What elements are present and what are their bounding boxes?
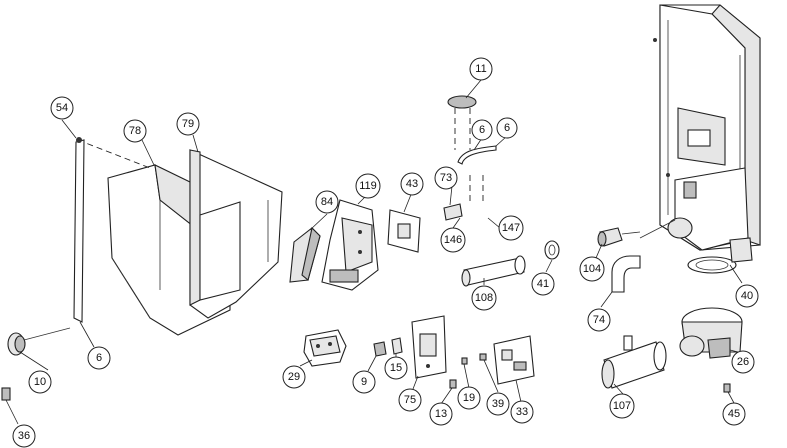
svg-text:15: 15 xyxy=(390,362,402,374)
svg-text:75: 75 xyxy=(404,394,416,406)
part-15-bracket xyxy=(391,337,403,355)
part-9-switch xyxy=(373,341,387,357)
part-29-assembly xyxy=(303,329,347,367)
svg-text:9: 9 xyxy=(361,376,367,388)
svg-text:33: 33 xyxy=(516,406,528,418)
svg-text:108: 108 xyxy=(475,292,493,304)
callout-45: 45 xyxy=(722,402,746,426)
callout-108: 108 xyxy=(471,285,497,311)
part-13-clip xyxy=(449,379,457,389)
svg-text:146: 146 xyxy=(444,234,462,246)
svg-text:54: 54 xyxy=(56,102,68,114)
svg-text:79: 79 xyxy=(182,118,194,130)
callout-13: 13 xyxy=(429,402,453,426)
callout-43: 43 xyxy=(400,172,424,196)
part-33-board xyxy=(493,335,535,385)
callout-84: 84 xyxy=(315,190,339,214)
part-11-disc xyxy=(447,95,477,150)
svg-text:13: 13 xyxy=(435,408,447,420)
part-79-hopper-panel xyxy=(189,149,283,319)
callout-6-b: 6 xyxy=(496,117,518,139)
callout-6-a: 6 xyxy=(471,119,493,141)
svg-text:74: 74 xyxy=(593,314,605,326)
callout-29: 29 xyxy=(282,365,306,389)
callout-40: 40 xyxy=(735,284,759,308)
part-36-clip xyxy=(1,387,11,401)
leader-lines xyxy=(5,79,743,425)
svg-text:19: 19 xyxy=(463,392,475,404)
callout-54: 54 xyxy=(50,96,74,120)
callout-146: 146 xyxy=(440,227,466,253)
svg-text:104: 104 xyxy=(583,263,601,275)
callout-10: 10 xyxy=(28,370,52,394)
callout-79: 79 xyxy=(176,112,200,136)
svg-text:78: 78 xyxy=(129,125,141,137)
callout-9: 9 xyxy=(352,370,376,394)
callout-119: 119 xyxy=(355,173,381,199)
part-19-clip xyxy=(461,357,468,365)
part-75-panel xyxy=(411,315,447,379)
part-54-rod xyxy=(73,137,151,323)
svg-text:39: 39 xyxy=(492,398,504,410)
svg-text:6: 6 xyxy=(504,122,510,134)
callout-73: 73 xyxy=(434,166,458,190)
part-43-plate xyxy=(387,209,421,253)
callout-36: 36 xyxy=(12,424,36,448)
part-10-knob xyxy=(7,327,71,356)
part-40-cabinet xyxy=(639,4,761,274)
callout-78: 78 xyxy=(123,119,147,143)
part-74-elbow xyxy=(611,255,641,293)
svg-text:43: 43 xyxy=(406,178,418,190)
callout-15: 15 xyxy=(384,356,408,380)
svg-text:26: 26 xyxy=(737,356,749,368)
svg-text:84: 84 xyxy=(321,196,333,208)
callout-74: 74 xyxy=(587,308,611,332)
part-41-ring xyxy=(544,240,560,260)
svg-text:11: 11 xyxy=(475,63,486,75)
svg-text:40: 40 xyxy=(741,290,753,302)
svg-text:147: 147 xyxy=(502,222,520,234)
callout-41: 41 xyxy=(531,272,555,296)
svg-text:73: 73 xyxy=(440,172,452,184)
part-6-wires xyxy=(457,145,497,205)
svg-text:10: 10 xyxy=(34,376,46,388)
svg-text:6: 6 xyxy=(479,124,485,136)
svg-text:107: 107 xyxy=(613,400,631,412)
svg-text:36: 36 xyxy=(18,430,30,442)
part-84-cover xyxy=(289,226,321,283)
part-104-fitting xyxy=(597,227,641,247)
callout-26: 26 xyxy=(731,350,755,374)
svg-text:6: 6 xyxy=(96,352,102,364)
callout-33: 33 xyxy=(510,400,534,424)
part-39-clip xyxy=(479,353,487,361)
callout-11: 11 xyxy=(469,57,493,81)
svg-text:41: 41 xyxy=(537,278,549,290)
part-73-block xyxy=(443,203,463,221)
part-45-screw xyxy=(723,383,731,393)
part-119-bracket xyxy=(321,199,379,291)
callout-6-c: 6 xyxy=(87,346,111,370)
part-107-pipe xyxy=(601,335,667,389)
svg-text:45: 45 xyxy=(728,408,740,420)
callout-147: 147 xyxy=(498,215,524,241)
part-108-tube xyxy=(461,255,526,287)
callout-104: 104 xyxy=(579,256,605,282)
svg-text:119: 119 xyxy=(359,180,377,192)
callout-19: 19 xyxy=(457,386,481,410)
svg-text:29: 29 xyxy=(288,371,300,383)
callout-75: 75 xyxy=(398,388,422,412)
callout-107: 107 xyxy=(609,393,635,419)
part-26-blower xyxy=(679,307,743,359)
callout-39: 39 xyxy=(486,392,510,416)
